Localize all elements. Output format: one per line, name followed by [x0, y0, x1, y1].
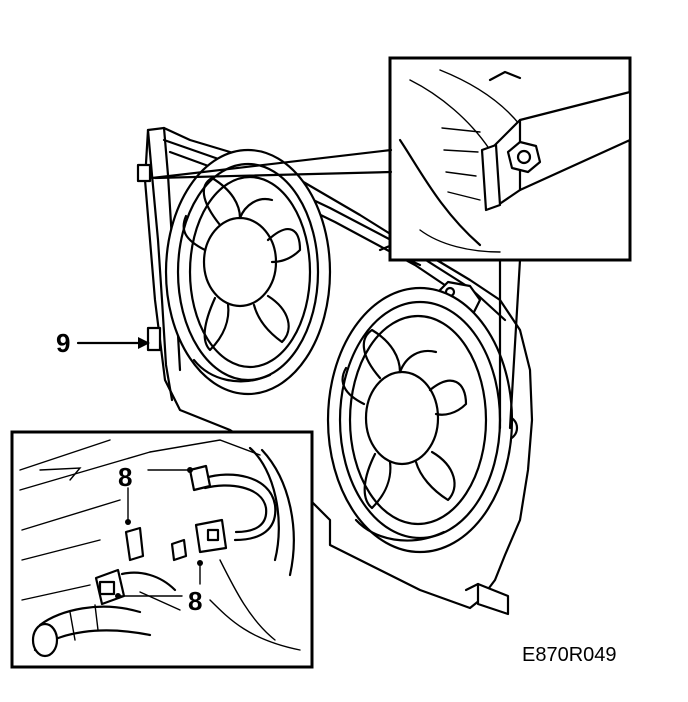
figure-code: E870R049 [522, 644, 617, 666]
callout-9-leader [76, 337, 150, 349]
left-fan [164, 148, 332, 396]
detail-inset-bottom [10, 430, 314, 669]
callout-9-label: 9 [56, 328, 70, 358]
callout-8-label-top: 8 [118, 462, 132, 492]
detail-inset-top [388, 56, 632, 262]
callout-8-label-bottom: 8 [188, 586, 202, 616]
inset-leader-lines [150, 148, 522, 430]
right-fan [326, 286, 514, 554]
